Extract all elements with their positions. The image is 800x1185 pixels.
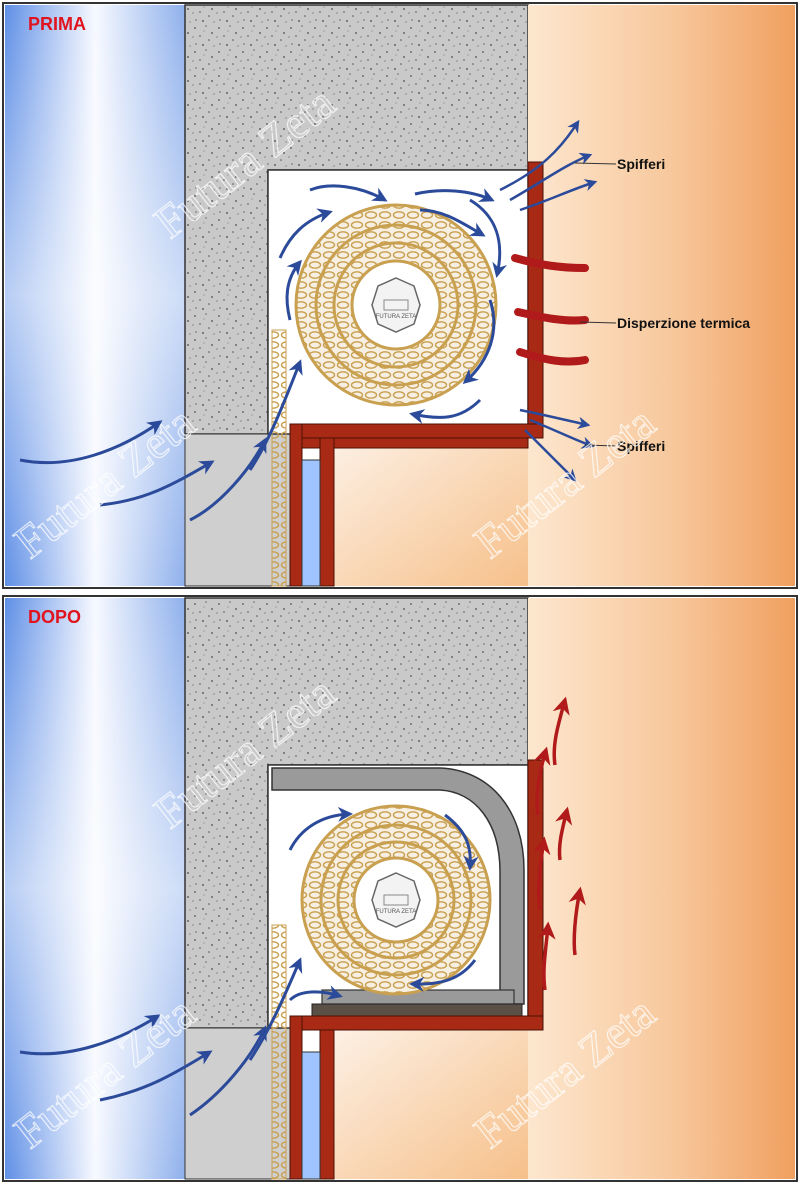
roller-shutter-coil: FUTURA ZETA [300, 804, 492, 996]
shutter-strip [271, 329, 287, 587]
air-flow-arrows [19, 184, 507, 522]
indoor-room [528, 5, 795, 586]
logo-emblem: FUTURA ZETA [371, 277, 421, 333]
window-glass [301, 1051, 321, 1180]
after-title: DOPO [28, 607, 81, 627]
heat-loss-label: Disperzione termica [617, 315, 750, 331]
contained-heat-arrows [533, 696, 586, 991]
roller-shutter-coil: FUTURA ZETA [294, 203, 498, 407]
insulation-panel [271, 767, 525, 1017]
draft-label-bottom: Spifferi [617, 438, 665, 454]
air-flow-arrows [19, 806, 479, 1117]
draft-label-top: Spifferi [617, 156, 665, 172]
window-glass [301, 459, 321, 587]
logo-text: FUTURA ZETA [376, 314, 417, 320]
shutter-strip [271, 924, 287, 1180]
logo-text: FUTURA ZETA [376, 909, 417, 915]
heat-loss-arrows [511, 254, 589, 366]
draft-arrows [499, 119, 598, 482]
panel-before: FUTURA ZETA [2, 2, 798, 589]
logo-emblem: FUTURA ZETA [371, 872, 421, 928]
panel-after: FUTURA ZETA DOPO Futura Zeta Futura Ze [2, 595, 798, 1182]
before-title: PRIMA [28, 14, 86, 34]
